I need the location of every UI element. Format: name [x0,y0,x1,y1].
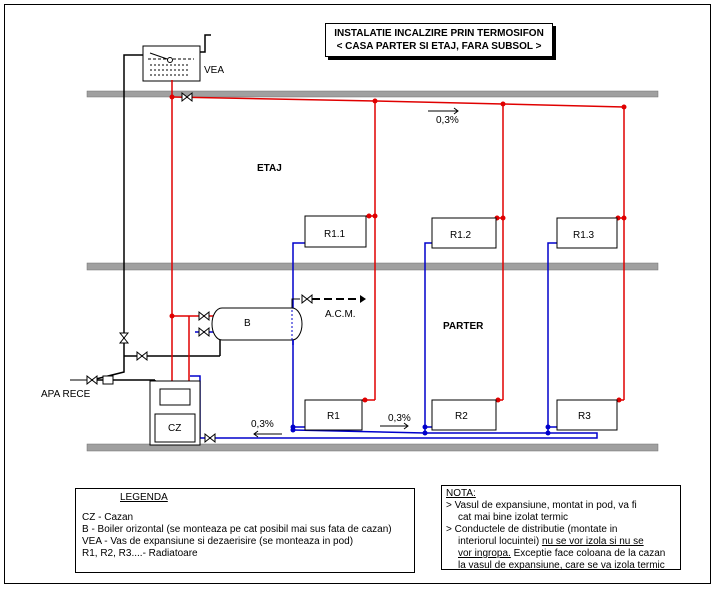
title-line-1: INSTALATIE INCALZIRE PRIN TERMOSIFON [334,28,544,39]
note-line: cat mai bine izolat termic [458,512,569,523]
radiator-r2 [431,399,497,431]
note-line: la vasul de expansiune, care se va izola… [458,560,665,571]
legend-title: LEGENDA [120,492,168,503]
floor-label-parter: PARTER [443,321,484,332]
diagram-title: INSTALATIE INCALZIRE PRIN TERMOSIFON < C… [325,23,553,57]
return-junctions [290,424,551,436]
expansion-vessel [142,34,211,82]
note-line: interiorul locuintei) nu se vor izola si… [446,536,676,548]
radiator-r1-3 [556,217,618,249]
radiator-label: R1.1 [324,229,346,240]
acm-label: A.C.M. [325,309,356,320]
return-pipes [190,242,598,439]
fill-pipe [91,54,143,381]
note-emphasis: nu se vor izola si nu se [541,536,644,547]
radiator-label: R1.2 [450,230,472,241]
note-text: Exceptie face coloana de la cazan [510,548,666,559]
slope-arrow-icon [253,107,459,438]
radiator-r3 [556,399,618,431]
note-emphasis: vor ingropa. [458,548,511,559]
attic-slab [86,90,659,98]
supply-junctions [169,94,627,403]
radiator-r1-2 [431,217,497,249]
title-line-2: < CASA PARTER SI ETAJ, FARA SUBSOL > [336,41,542,52]
supply-valve-icon [181,91,210,322]
vea-label: VEA [204,65,224,76]
note-title: NOTA: [446,488,476,499]
legend-item: CZ - Cazan [82,512,134,523]
radiator-label: R1 [327,411,340,422]
radiator-r1-1 [304,215,367,248]
boiler-label: B [244,318,251,329]
note: NOTA: > Vasul de expansiune, montat in p… [441,485,681,571]
note-text: interiorul locuintei) [458,536,542,547]
radiator-label: R1.3 [573,230,595,241]
legend-item: B - Boiler orizontal (se monteaza pe cat… [82,524,392,535]
slope-label-top: 0,3% [436,115,459,126]
floor-slab [86,262,659,271]
cold-water-label: APA RECE [41,389,91,400]
note-line: > Conductele de distributie (montate in [446,524,618,535]
legend: LEGENDA CZ - Cazan B - Boiler orizontal … [75,488,415,573]
boiler [211,307,303,345]
note-line: > Vasul de expansiune, montat in pod, va… [446,500,637,511]
radiator-r1 [304,399,363,431]
ground-slab [86,443,659,452]
radiator-label: R2 [455,411,468,422]
return-valve-icon [198,326,216,444]
legend-item: R1, R2, R3....- Radiatoare [82,548,198,559]
note-line: vor ingropa. Exceptie face coloana de la… [446,548,676,560]
furnace [149,380,201,446]
floor-label-etaj: ETAJ [257,163,282,174]
slope-label-bottom-right: 0,3% [388,413,411,424]
slope-label-bottom-left: 0,3% [251,419,274,430]
legend-item: VEA - Vas de expansiune si dezaerisire (… [82,536,354,547]
valve-icon [86,332,148,386]
acm-outlet [291,293,366,308]
furnace-label: CZ [168,423,181,434]
radiator-label: R3 [578,411,591,422]
supply-pipes [171,80,625,401]
diagram-frame [4,4,711,584]
